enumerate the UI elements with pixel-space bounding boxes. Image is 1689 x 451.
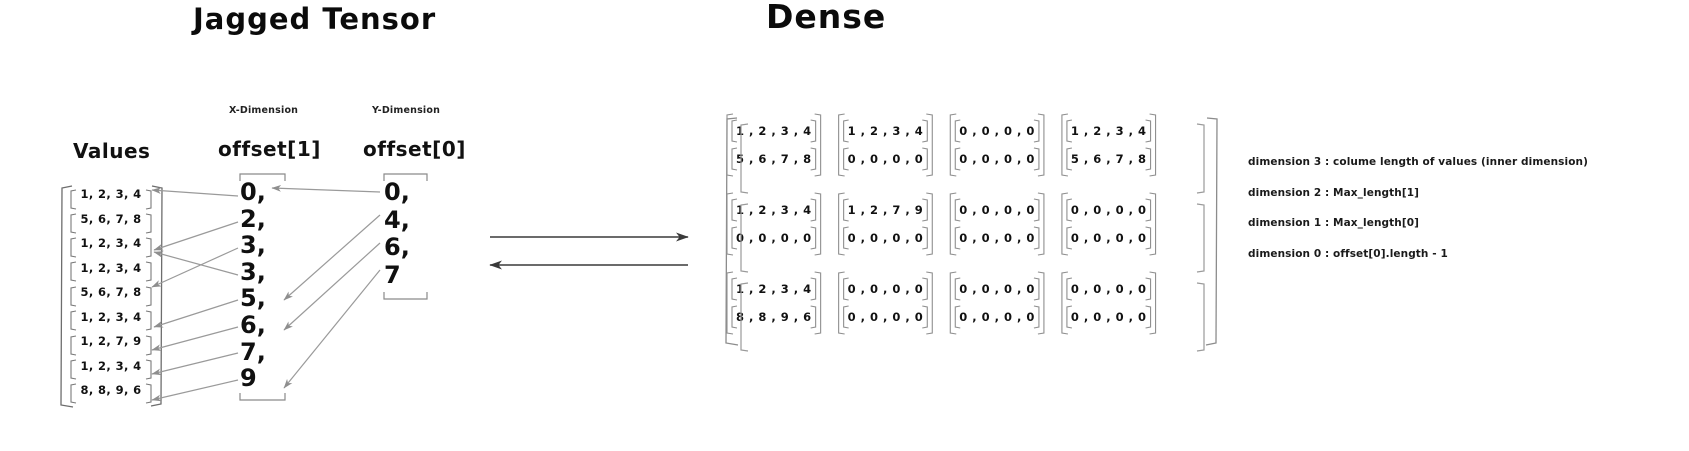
dimension-annotations: dimension 3 : colume length of values (i…	[1248, 156, 1668, 278]
values-row: 1, 2, 3, 4	[80, 260, 142, 275]
dense-tensor-row: 1 , 2 , 3 , 4 0 , 0 , 0 , 0 1 , 2 , 7 , 9 0…	[726, 191, 1157, 257]
dense-matrix-row: 0 , 0 , 0 , 0	[847, 310, 924, 324]
dimension-annotation-line: dimension 3 : colume length of values (i…	[1248, 156, 1589, 168]
dense-matrix-row: 8 , 8 , 9 , 6	[736, 310, 812, 324]
offset0-list: 0,4,6,7	[384, 180, 454, 290]
dense-matrix-row: 0 , 0 , 0 , 0	[1070, 203, 1147, 217]
offset-value: 7	[384, 260, 401, 289]
dense-matrix-row: 1 , 2 , 3 , 4	[736, 282, 812, 296]
offset1-to-values-arrows	[151, 187, 239, 402]
dense-matrix-block: 0 , 0 , 0 , 0 0 , 0 , 0 , 0	[949, 191, 1045, 257]
dense-matrix-block: 1 , 2 , 3 , 4 0 , 0 , 0 , 0	[726, 191, 822, 257]
offset0-column-label: offset[0]	[363, 137, 466, 161]
dimension-annotation-line: dimension 2 : Max_length[1]	[1248, 186, 1420, 199]
dense-matrix-row: 0 , 0 , 0 , 0	[1070, 310, 1147, 324]
dense-matrix-row: 0 , 0 , 0 , 0	[959, 282, 1035, 296]
offset-value: 5,	[240, 284, 266, 313]
dimension-annotation-line: dimension 0 : offset[0].length - 1	[1248, 247, 1448, 260]
offset1-list: 0,2,3,3,5,6,7,9	[240, 180, 310, 393]
dense-matrix-row: 0 , 0 , 0 , 0	[1070, 282, 1147, 296]
values-row: 1, 2, 3, 4	[80, 309, 142, 324]
offset-value: 6,	[240, 310, 266, 339]
dense-matrix-row: 1 , 2 , 3 , 4	[736, 124, 812, 138]
dense-matrix-block: 0 , 0 , 0 , 0 0 , 0 , 0 , 0	[1061, 191, 1157, 257]
dense-tensor-grid: 1 , 2 , 3 , 4 5 , 6 , 7 , 8 1 , 2 , 3 , 4 0…	[726, 112, 1157, 336]
dense-matrix-row: 0 , 0 , 0 , 0	[847, 231, 924, 245]
dense-matrix-row: 0 , 0 , 0 , 0	[959, 152, 1035, 166]
dense-matrix-row: 1 , 2 , 7 , 9	[847, 203, 924, 217]
dense-matrix-row: 0 , 0 , 0 , 0	[959, 310, 1035, 324]
dense-matrix-row: 0 , 0 , 0 , 0	[959, 203, 1035, 217]
dense-matrix-block: 1 , 2 , 3 , 4 5 , 6 , 7 , 8	[726, 112, 822, 178]
dense-matrix-row: 0 , 0 , 0 , 0	[736, 231, 812, 245]
y-dimension-caption: Y-Dimension	[372, 105, 441, 116]
dimension-annotation-line: dimension 1 : Max_length[0]	[1248, 217, 1420, 229]
dense-matrix-block: 0 , 0 , 0 , 0 0 , 0 , 0 , 0	[949, 270, 1045, 336]
values-row: 1, 2, 3, 4	[80, 236, 142, 251]
values-column-label: Values	[73, 139, 151, 163]
offset-value: 3,	[240, 257, 266, 286]
dense-matrix-row: 1 , 2 , 3 , 4	[736, 203, 812, 217]
dense-matrix-row: 0 , 0 , 0 , 0	[847, 282, 924, 296]
dense-matrix-row: 0 , 0 , 0 , 0	[959, 231, 1035, 245]
values-row: 1, 2, 3, 4	[80, 187, 142, 202]
page-title-jagged-tensor: Jagged Tensor	[193, 2, 437, 36]
dense-matrix-block: 1 , 2 , 3 , 4 0 , 0 , 0 , 0	[838, 112, 934, 178]
dense-matrix-block: 0 , 0 , 0 , 0 0 , 0 , 0 , 0	[1061, 270, 1157, 336]
page-title-dense: Dense	[766, 0, 887, 36]
values-row: 1, 2, 3, 4	[80, 358, 142, 373]
dense-matrix-row: 0 , 0 , 0 , 0	[1070, 231, 1147, 245]
dense-matrix-block: 1 , 2 , 7 , 9 0 , 0 , 0 , 0	[838, 191, 934, 257]
values-row: 5, 6, 7, 8	[80, 211, 142, 226]
offset-value: 0,	[384, 178, 410, 206]
dense-matrix-row: 5 , 6 , 7 , 8	[736, 152, 812, 166]
dense-matrix-row: 1 , 2 , 3 , 4	[847, 124, 924, 138]
values-list: 1, 2, 3, 4 5, 6, 7, 8 1, 2, 3, 4 1, 2, 3, 4…	[68, 182, 154, 403]
values-row: 5, 6, 7, 8	[80, 285, 142, 300]
offset-value: 7,	[240, 337, 266, 366]
dense-matrix-block: 1 , 2 , 3 , 4 8 , 8 , 9 , 6	[726, 270, 822, 336]
offset-value: 2,	[240, 204, 266, 233]
conversion-arrows	[489, 232, 689, 270]
dense-matrix-block: 0 , 0 , 0 , 0 0 , 0 , 0 , 0	[838, 270, 934, 336]
values-row: 8, 8, 9, 6	[80, 383, 142, 398]
x-dimension-caption: X-Dimension	[229, 105, 299, 116]
offset-value: 4,	[384, 205, 410, 234]
dense-matrix-block: 1 , 2 , 3 , 4 5 , 6 , 7 , 8	[1061, 112, 1157, 178]
offset-value: 0,	[240, 178, 266, 206]
dense-matrix-row: 1 , 2 , 3 , 4	[1070, 124, 1147, 138]
offset-value: 3,	[240, 231, 266, 260]
values-row: 1, 2, 7, 9	[80, 334, 142, 349]
offset1-column-label: offset[1]	[218, 137, 321, 161]
dense-tensor-row: 1 , 2 , 3 , 4 5 , 6 , 7 , 8 1 , 2 , 3 , 4 0…	[726, 112, 1157, 178]
dense-matrix-block: 0 , 0 , 0 , 0 0 , 0 , 0 , 0	[949, 112, 1045, 178]
dense-matrix-row: 0 , 0 , 0 , 0	[847, 152, 924, 166]
offset-value: 6,	[384, 233, 410, 261]
dense-matrix-row: 5 , 6 , 7 , 8	[1070, 152, 1147, 166]
offset-value: 9	[240, 364, 257, 393]
dense-matrix-row: 0 , 0 , 0 , 0	[959, 124, 1035, 138]
